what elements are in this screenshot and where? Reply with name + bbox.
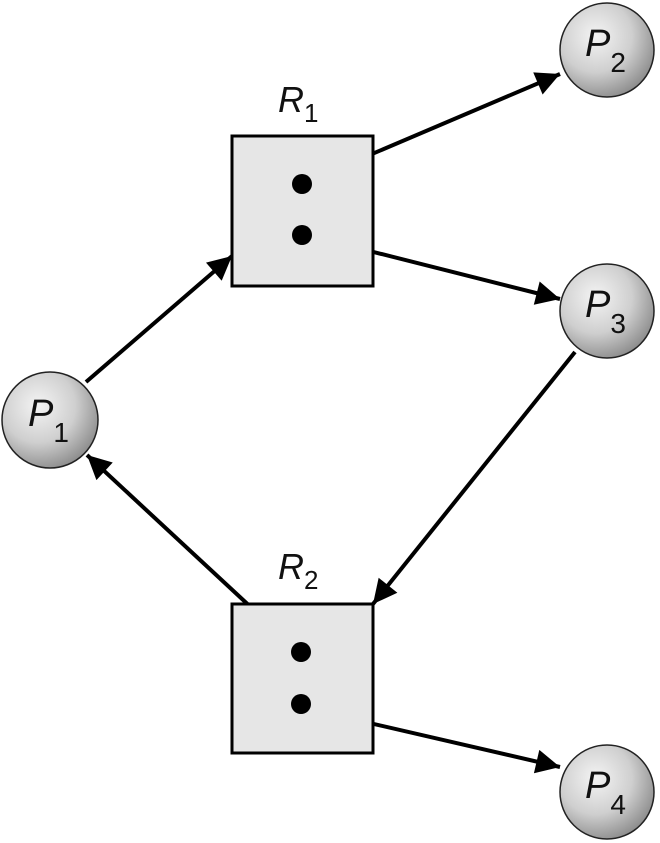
process-p1: P1 [1,371,99,469]
process-p2: P2 [559,2,655,98]
edge-p3-to-r2 [371,350,577,606]
process-label: P3 [585,284,626,339]
instance-dot [292,225,312,245]
process-label: P2 [585,23,626,78]
process-p4: P4 [559,744,655,840]
instance-dot [292,174,312,194]
resource-r2: R2 [230,546,375,755]
instance-dot [291,694,311,714]
resource-box [230,134,375,288]
process-p3: P3 [559,263,655,359]
resource-r1: R1 [230,79,375,288]
process-node [559,744,655,840]
process-node [1,371,99,469]
resource-box [230,602,375,755]
resource-label: R1 [278,79,318,128]
process-node [559,2,655,98]
process-node [559,263,655,359]
instance-dot [291,642,311,662]
process-label: P1 [28,393,69,448]
process-label: P4 [585,765,626,820]
edge-p1-to-r1 [84,254,234,384]
resource-label: R2 [278,546,318,595]
